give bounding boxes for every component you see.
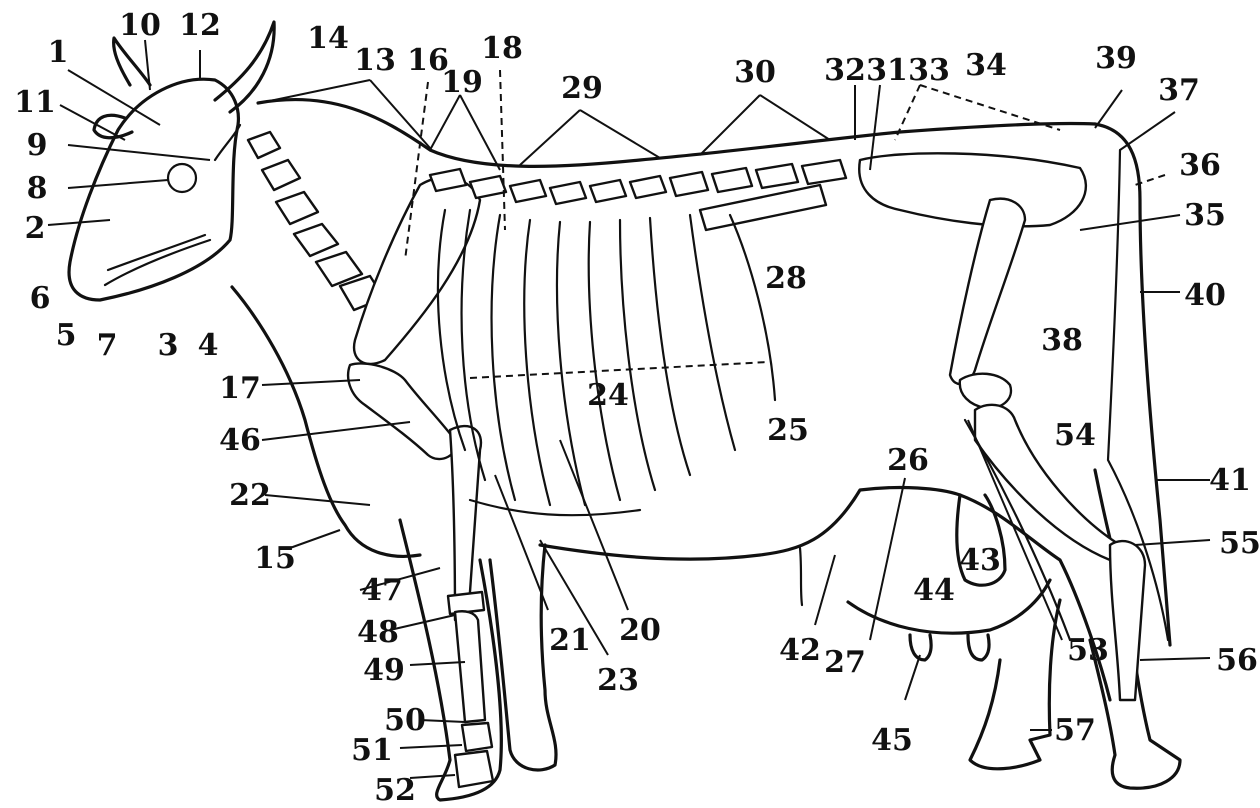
- label-3: 3: [158, 328, 179, 363]
- label-45: 45: [871, 723, 913, 758]
- label-6: 6: [30, 281, 51, 316]
- label-44: 44: [913, 573, 955, 608]
- label-49: 49: [363, 653, 405, 688]
- label-14: 14: [307, 21, 349, 56]
- label-1: 1: [48, 35, 69, 70]
- label-10: 10: [119, 8, 161, 43]
- label-40: 40: [1184, 278, 1226, 313]
- label-20: 20: [619, 613, 661, 648]
- label-17: 17: [219, 371, 261, 406]
- label-27: 27: [824, 645, 866, 680]
- label-13: 13: [354, 43, 396, 78]
- label-37: 37: [1158, 73, 1200, 108]
- thorax: [430, 160, 846, 515]
- label-47: 47: [361, 573, 403, 608]
- label-28: 28: [765, 261, 807, 296]
- label-55: 55: [1219, 526, 1260, 561]
- label-51: 51: [351, 733, 393, 768]
- label-33: 33: [908, 53, 950, 88]
- label-11: 11: [14, 85, 56, 120]
- label-52: 52: [374, 773, 416, 808]
- label-43: 43: [959, 543, 1001, 578]
- label-48: 48: [357, 615, 399, 650]
- pelvis-hindlimb: [859, 153, 1145, 700]
- label-38: 38: [1041, 323, 1083, 358]
- label-12: 12: [179, 8, 221, 43]
- label-42: 42: [779, 633, 821, 668]
- label-21: 21: [549, 623, 591, 658]
- label-39: 39: [1095, 41, 1137, 76]
- label-2: 2: [25, 211, 46, 246]
- label-7: 7: [97, 328, 118, 363]
- label-36: 36: [1179, 148, 1221, 183]
- label-35: 35: [1184, 198, 1226, 233]
- skull: [69, 22, 274, 300]
- label-53: 53: [1067, 633, 1109, 668]
- label-18: 18: [481, 31, 523, 66]
- label-57: 57: [1054, 713, 1096, 748]
- label-23: 23: [597, 663, 639, 698]
- label-19: 19: [441, 65, 483, 100]
- label-41: 41: [1209, 463, 1251, 498]
- label-9: 9: [27, 128, 48, 163]
- label-15: 15: [254, 541, 296, 576]
- forelimb-lower: [448, 592, 493, 787]
- label-29: 29: [561, 71, 603, 106]
- label-34: 34: [965, 48, 1007, 83]
- label-5: 5: [56, 318, 77, 353]
- cervical-vertebrae: [248, 132, 384, 310]
- label-31: 31: [866, 53, 908, 88]
- label-8: 8: [27, 171, 48, 206]
- label-32: 32: [824, 53, 866, 88]
- label-46: 46: [219, 423, 261, 458]
- label-56: 56: [1216, 643, 1258, 678]
- label-26: 26: [887, 443, 929, 478]
- label-25: 25: [767, 413, 809, 448]
- shoulder-bones: [348, 177, 481, 620]
- label-22: 22: [229, 478, 271, 513]
- label-54: 54: [1054, 418, 1096, 453]
- label-24: 24: [587, 378, 629, 413]
- label-30: 30: [734, 55, 776, 90]
- label-4: 4: [198, 328, 219, 363]
